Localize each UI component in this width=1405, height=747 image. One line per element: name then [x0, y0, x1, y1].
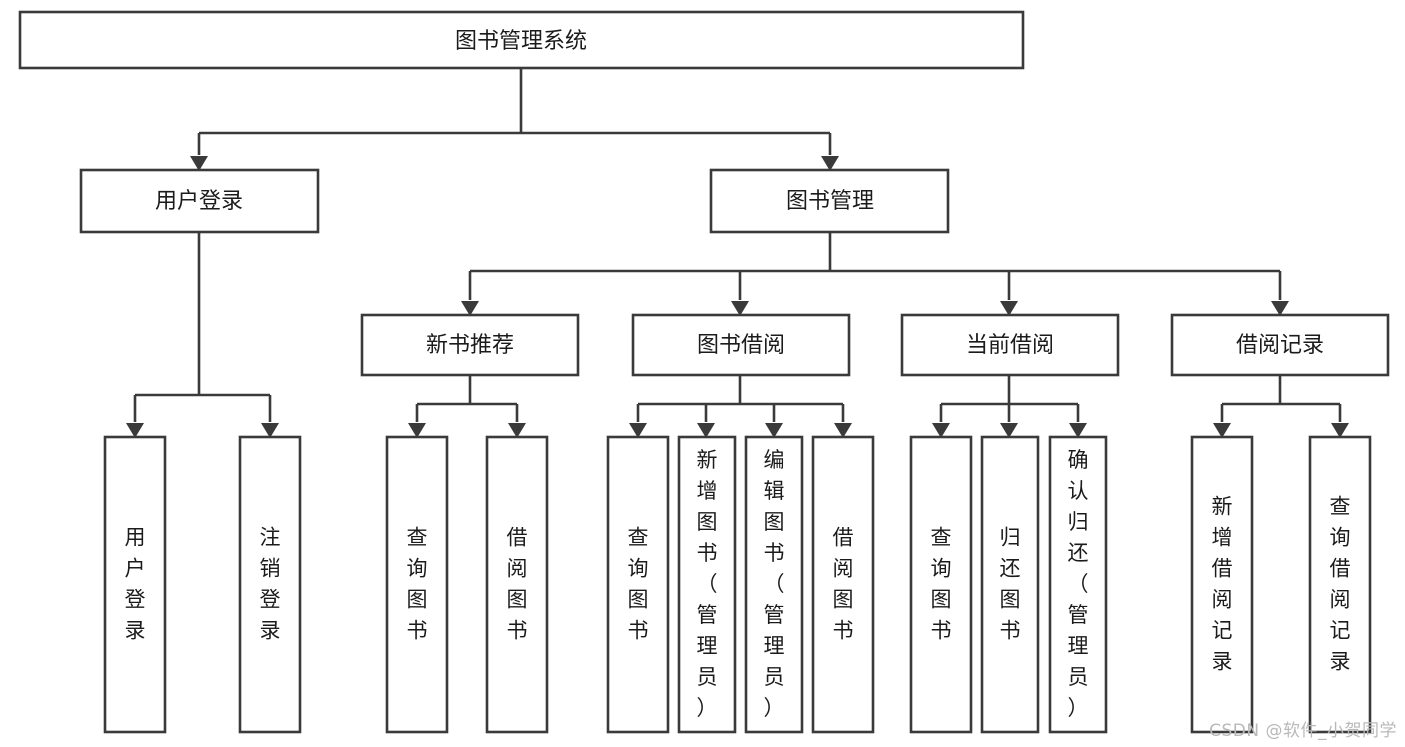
node-new-book-recommend[interactable]: 新书推荐 — [360, 313, 580, 377]
node-user-login-label: 用户登录 — [155, 189, 243, 214]
node-current-borrow[interactable]: 当前借阅 — [900, 313, 1120, 377]
node-root-label: 图书管理系统 — [455, 29, 587, 54]
node-borrow-record-box[interactable] — [1170, 313, 1390, 377]
node-leaf-confirm-return-box[interactable] — [1048, 435, 1108, 734]
node-leaf-add-book-box[interactable] — [677, 435, 737, 734]
node-leaf-query-book-1-label: 查询图书 — [407, 526, 428, 643]
node-book-management[interactable]: 图书管理 — [709, 168, 950, 234]
node-leaf-query-record[interactable]: 查询借阅记录 — [1308, 435, 1372, 734]
node-current-borrow-label: 当前借阅 — [966, 333, 1054, 358]
node-leaf-borrow-book-2-label: 借阅图书 — [833, 526, 854, 643]
node-leaf-return-book[interactable]: 归还图书 — [980, 435, 1040, 734]
node-book-borrow-label: 图书借阅 — [697, 333, 785, 358]
connector-layer — [126, 68, 1349, 438]
node-root[interactable]: 图书管理系统 — [18, 10, 1025, 70]
node-leaf-return-book-box[interactable] — [980, 435, 1040, 734]
node-root-box[interactable] — [18, 10, 1025, 70]
node-leaf-query-book-3-box[interactable] — [909, 435, 973, 734]
node-book-borrow-box[interactable] — [631, 313, 851, 377]
node-leaf-add-book[interactable]: 新增图书（管理员） — [677, 435, 737, 734]
node-leaf-edit-book-label: 编辑图书（管理员） — [764, 448, 785, 720]
node-leaf-query-book-3[interactable]: 查询图书 — [909, 435, 973, 734]
node-leaf-add-book-label: 新增图书（管理员） — [697, 448, 718, 720]
node-leaf-query-record-label: 查询借阅记录 — [1330, 495, 1351, 674]
node-leaf-query-record-box[interactable] — [1308, 435, 1372, 734]
node-leaf-edit-book-box[interactable] — [744, 435, 804, 734]
node-new-book-recommend-label: 新书推荐 — [426, 333, 514, 358]
node-leaf-logout-login[interactable]: 注销登录 — [238, 435, 302, 734]
node-leaf-user-login[interactable]: 用户登录 — [103, 435, 167, 734]
node-book-management-label: 图书管理 — [786, 189, 874, 214]
node-book-borrow[interactable]: 图书借阅 — [631, 313, 851, 377]
node-leaf-borrow-book-1-box[interactable] — [485, 435, 549, 734]
node-leaf-user-login-label: 用户登录 — [125, 526, 146, 643]
node-leaf-query-book-2-label: 查询图书 — [628, 526, 649, 643]
node-leaf-user-login-box[interactable] — [103, 435, 167, 734]
node-leaf-query-book-1[interactable]: 查询图书 — [385, 435, 449, 734]
node-leaf-borrow-book-1[interactable]: 借阅图书 — [485, 435, 549, 734]
node-leaf-borrow-book-2-box[interactable] — [811, 435, 875, 734]
node-leaf-return-book-label: 归还图书 — [1000, 526, 1021, 643]
node-leaf-query-book-2[interactable]: 查询图书 — [606, 435, 670, 734]
node-leaf-add-record[interactable]: 新增借阅记录 — [1190, 435, 1254, 734]
node-new-book-recommend-box[interactable] — [360, 313, 580, 377]
node-current-borrow-box[interactable] — [900, 313, 1120, 377]
node-leaf-logout-login-label: 注销登录 — [260, 526, 281, 643]
node-leaf-query-book-1-box[interactable] — [385, 435, 449, 734]
node-leaf-edit-book[interactable]: 编辑图书（管理员） — [744, 435, 804, 734]
node-user-login-box[interactable] — [79, 168, 320, 234]
node-user-login[interactable]: 用户登录 — [79, 168, 320, 234]
node-leaf-borrow-book-1-label: 借阅图书 — [507, 526, 528, 643]
node-leaf-confirm-return[interactable]: 确认归还（管理员） — [1048, 435, 1108, 734]
node-book-management-box[interactable] — [709, 168, 950, 234]
node-leaf-add-record-box[interactable] — [1190, 435, 1254, 734]
node-leaf-confirm-return-label: 确认归还（管理员） — [1068, 448, 1089, 720]
node-leaf-query-book-3-label: 查询图书 — [931, 526, 952, 643]
node-leaf-add-record-label: 新增借阅记录 — [1212, 495, 1233, 674]
node-leaf-borrow-book-2[interactable]: 借阅图书 — [811, 435, 875, 734]
node-borrow-record-label: 借阅记录 — [1236, 333, 1324, 358]
node-leaf-query-book-2-box[interactable] — [606, 435, 670, 734]
node-leaf-logout-login-box[interactable] — [238, 435, 302, 734]
node-borrow-record[interactable]: 借阅记录 — [1170, 313, 1390, 377]
